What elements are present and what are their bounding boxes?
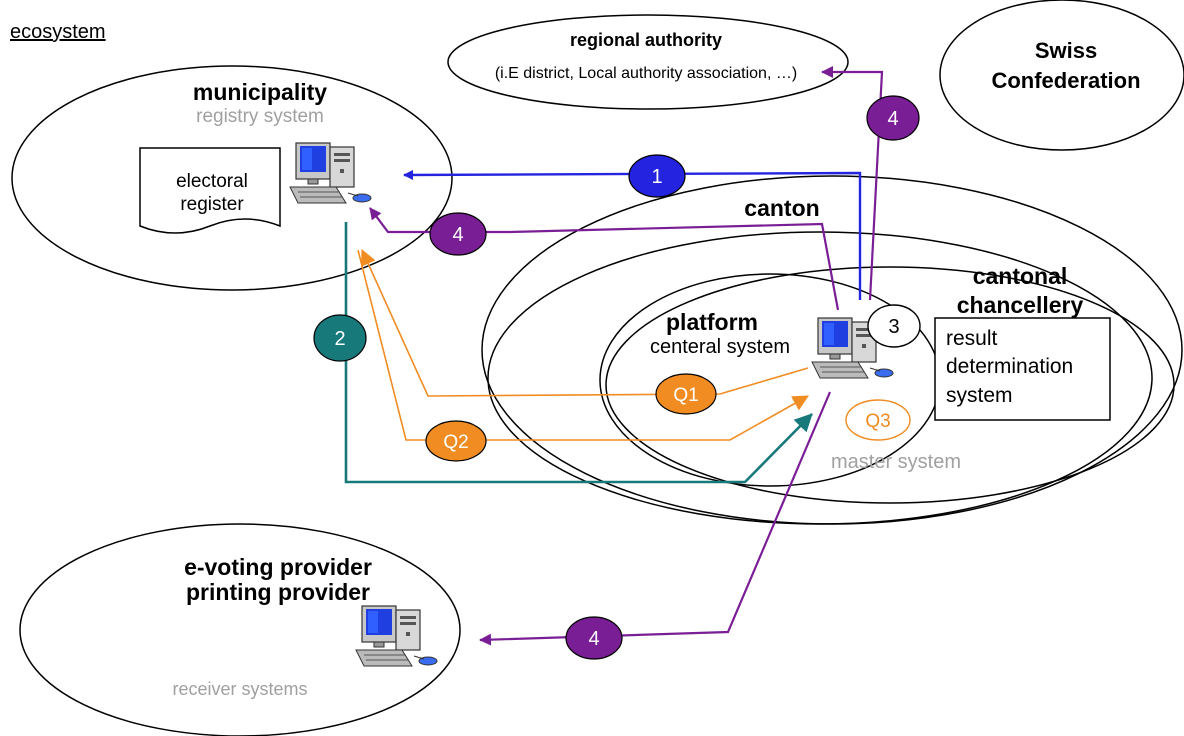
badge-1: 1 [628, 154, 686, 198]
provider-computer-icon [355, 605, 438, 667]
flow-q1-arrow [360, 249, 809, 397]
regional-authority-ellipse [447, 14, 849, 110]
badge-q1: Q1 [655, 373, 717, 415]
badge-4-regional: 4 [866, 95, 920, 141]
flow-4-regional-arrow [821, 66, 884, 301]
result-box-line3: system [946, 384, 1013, 407]
confederation-label-line1: Swiss [1035, 38, 1097, 63]
result-box-line2: determination [946, 355, 1073, 378]
provider-label-line1: e-voting provider [184, 554, 372, 580]
svg-text:3: 3 [888, 316, 899, 338]
municipality-ellipse [11, 65, 453, 291]
provider-label-line2: printing provider [186, 579, 370, 605]
registry-system-label: registry system [196, 106, 324, 127]
flow-q2-arrow [357, 249, 809, 441]
badge-q2: Q2 [425, 420, 487, 462]
badge-2: 2 [313, 314, 367, 362]
electoral-register-document [139, 147, 281, 234]
electoral-register-line2: register [180, 194, 244, 215]
svg-text:1: 1 [651, 166, 662, 188]
municipality-computer-icon [289, 142, 372, 204]
svg-text:4: 4 [588, 628, 599, 650]
svg-text:Q2: Q2 [443, 432, 468, 453]
flow-1-arrow [403, 169, 862, 300]
confederation-label-line2: Confederation [991, 68, 1140, 93]
platform-label: platform [666, 309, 758, 335]
badge-4-municipality: 4 [429, 212, 487, 256]
badge-4-provider: 4 [565, 616, 623, 660]
result-box-line1: result [946, 327, 998, 350]
svg-text:2: 2 [334, 328, 345, 350]
municipality-label: municipality [193, 79, 327, 105]
svg-text:Q1: Q1 [673, 385, 698, 406]
regional-authority-detail: (i.E district, Local authority associati… [495, 65, 797, 82]
badge-q3: Q3 [845, 399, 911, 441]
provider-ellipse [19, 523, 461, 736]
chancellery-label-line2: chancellery [957, 292, 1084, 318]
svg-text:4: 4 [887, 108, 898, 130]
chancellery-ellipse [605, 266, 1175, 504]
page-title: ecosystem [10, 21, 106, 43]
master-system-label: master system [831, 451, 961, 473]
canton-inner-ellipse [487, 231, 1153, 525]
flow-4-municipality-arrow [369, 207, 840, 311]
regional-authority-label: regional authority [570, 30, 722, 50]
chancellery-label-line1: cantonal [973, 263, 1068, 289]
platform-system-label: centeral system [650, 336, 790, 358]
electoral-register-line1: electoral [176, 171, 248, 192]
result-determination-box [934, 317, 1111, 421]
canton-label: canton [744, 195, 819, 221]
receiver-systems-label: receiver systems [172, 679, 307, 699]
badge-3: 3 [867, 304, 921, 348]
confederation-ellipse [939, 0, 1184, 151]
flow-4-provider-arrow [479, 391, 832, 646]
svg-text:4: 4 [452, 224, 463, 246]
svg-text:Q3: Q3 [865, 411, 890, 432]
